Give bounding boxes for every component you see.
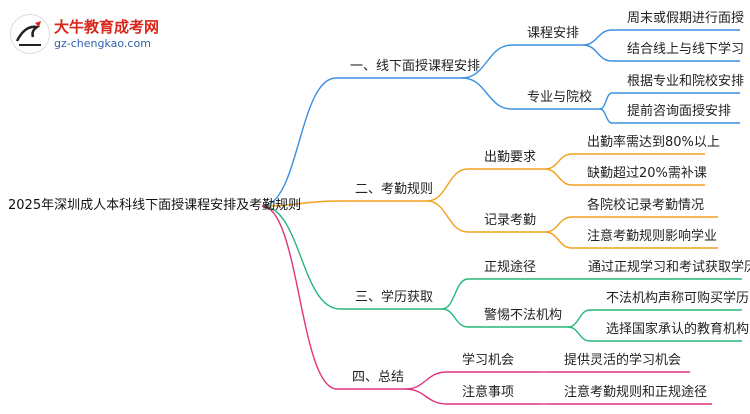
branch-3-sub-1-connector: [441, 278, 469, 310]
branch-4-sub-1-connector: [404, 371, 448, 390]
branch-4-sub-2: 注意事项: [462, 385, 515, 400]
branch-3-sub-2-leaf-1-connector: [567, 309, 591, 328]
branch-3-sub-2-connector: [441, 308, 469, 328]
branch-2-label: 二、考勤规则: [355, 182, 434, 197]
branch-2-sub-1: 出勤要求: [484, 150, 537, 165]
branch-2-sub-2-connector: [426, 200, 469, 233]
branch-1-label: 一、线下面授课程安排: [350, 59, 481, 74]
branch-1-sub-1-connector: [461, 44, 513, 79]
branch-2-sub-2-leaf-2: 注意考勤规则影响学业: [587, 229, 718, 244]
branch-1-sub-2-leaf-1: 根据专业和院校安排: [627, 74, 745, 89]
branch-4-connector: [261, 205, 338, 390]
branch-3-sub-2-leaf-1: 不法机构声称可购买学历: [606, 291, 750, 306]
branch-2-connector: [261, 200, 341, 207]
branch-1-sub-1: 课程安排: [527, 26, 580, 41]
branch-2-sub-2: 记录考勤: [484, 213, 537, 228]
branch-3-label: 三、学历获取: [355, 290, 434, 305]
branch-2-sub-1-leaf-1-connector: [544, 153, 573, 170]
branch-4-sub-2-leaf-1: 注意考勤规则和正规途径: [564, 385, 708, 400]
branch-1-sub-2: 专业与院校: [527, 90, 593, 105]
branch-1-sub-1-leaf-2-connector: [582, 44, 613, 62]
branch-2-sub-1-leaf-2: 缺勤超过20%需补课: [587, 166, 707, 181]
branch-1-sub-2-connector: [461, 77, 513, 110]
branch-1-connector: [261, 77, 337, 207]
branch-1-sub-1-leaf-1-connector: [582, 29, 613, 46]
branch-3-sub-2-leaf-2-connector: [567, 326, 591, 342]
branch-1-sub-1-leaf-2: 结合线上与线下学习: [627, 42, 745, 57]
branch-1-sub-2-leaf-2: 提前咨询面授安排: [627, 104, 732, 119]
branch-2-sub-2-leaf-1: 各院校记录考勤情况: [587, 198, 705, 213]
branch-2-sub-1-leaf-1: 出勤率需达到80%以上: [587, 135, 720, 150]
branch-2-sub-1-leaf-2-connector: [544, 168, 573, 186]
branch-3-sub-1-leaf-1: 通过正规学习和考试获取学历: [588, 260, 750, 275]
branch-4-sub-1: 学习机会: [462, 353, 515, 368]
branch-3-connector: [261, 205, 341, 310]
branch-1-sub-2-leaf-2-connector: [599, 108, 613, 124]
branch-3-sub-2-leaf-2: 选择国家承认的教育机构: [606, 322, 750, 337]
branch-2-sub-2-leaf-1-connector: [544, 216, 573, 233]
logo-emblem-icon: [10, 14, 50, 54]
branch-4-label: 四、总结: [352, 370, 405, 385]
logo-url[interactable]: gz-chengkao.com: [54, 37, 151, 50]
branch-3-sub-2: 警惕不法机构: [484, 308, 563, 323]
branch-3-sub-1: 正规途径: [484, 260, 537, 275]
branch-4-sub-1-leaf-1: 提供灵活的学习机会: [564, 353, 682, 368]
site-logo[interactable]: 大牛教育成考网 gz-chengkao.com: [10, 10, 170, 60]
branch-2-sub-1-connector: [426, 168, 469, 202]
branch-4-sub-2-connector: [404, 388, 448, 405]
branch-1-sub-2-leaf-1-connector: [599, 92, 613, 110]
branch-2-sub-2-leaf-2-connector: [544, 231, 573, 249]
logo-title: 大牛教育成考网: [54, 18, 160, 36]
branch-1-sub-1-leaf-1: 周末或假期进行面授: [627, 11, 745, 26]
root-topic: 2025年深圳成人本科线下面授课程安排及考勤规则: [8, 198, 302, 213]
